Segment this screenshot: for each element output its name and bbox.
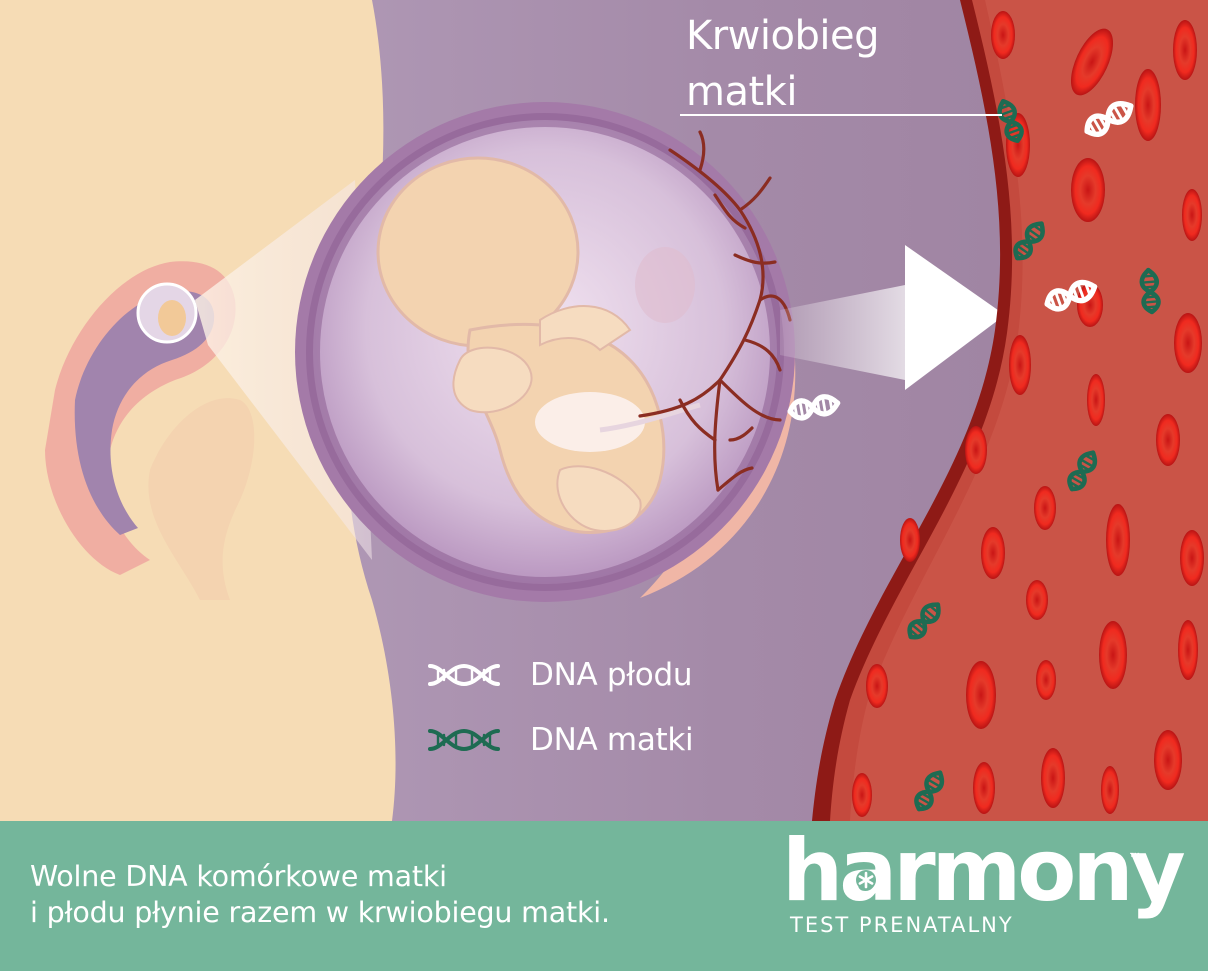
footer-banner: Wolne DNA komórkowe matki i płodu płynie… — [0, 821, 1208, 971]
caption: Wolne DNA komórkowe matki i płodu płynie… — [30, 859, 610, 931]
illustration — [0, 0, 1208, 821]
brand-name: harmony — [782, 821, 1186, 921]
title-line-1: Krwiobieg — [686, 13, 879, 59]
legend-label-maternal-dna: DNA matki — [530, 722, 694, 758]
asterisk-icon — [856, 870, 876, 890]
dna-white-icon — [428, 663, 500, 687]
dna-green-icon — [428, 728, 500, 752]
maternal-blood-title: Krwiobieg matki — [686, 8, 986, 120]
placenta-vessels — [638, 130, 792, 492]
red-blood-cells — [852, 11, 1204, 817]
caption-line-2: i płodu płynie razem w krwiobiegu matki. — [30, 896, 610, 929]
legend-item-fetal-dna: DNA płodu — [428, 655, 693, 695]
title-underline — [680, 114, 1002, 116]
title-line-2: matki — [686, 69, 797, 115]
harmony-logo: harmony ™ TEST PRENATALNY — [782, 821, 1186, 967]
brand-tagline: TEST PRENATALNY — [790, 913, 1014, 937]
fetus — [376, 156, 701, 535]
trademark-symbol: ™ — [1128, 851, 1142, 867]
caption-line-1: Wolne DNA komórkowe matki — [30, 860, 447, 893]
legend-label-fetal-dna: DNA płodu — [530, 657, 693, 693]
legend-item-maternal-dna: DNA matki — [428, 720, 694, 760]
